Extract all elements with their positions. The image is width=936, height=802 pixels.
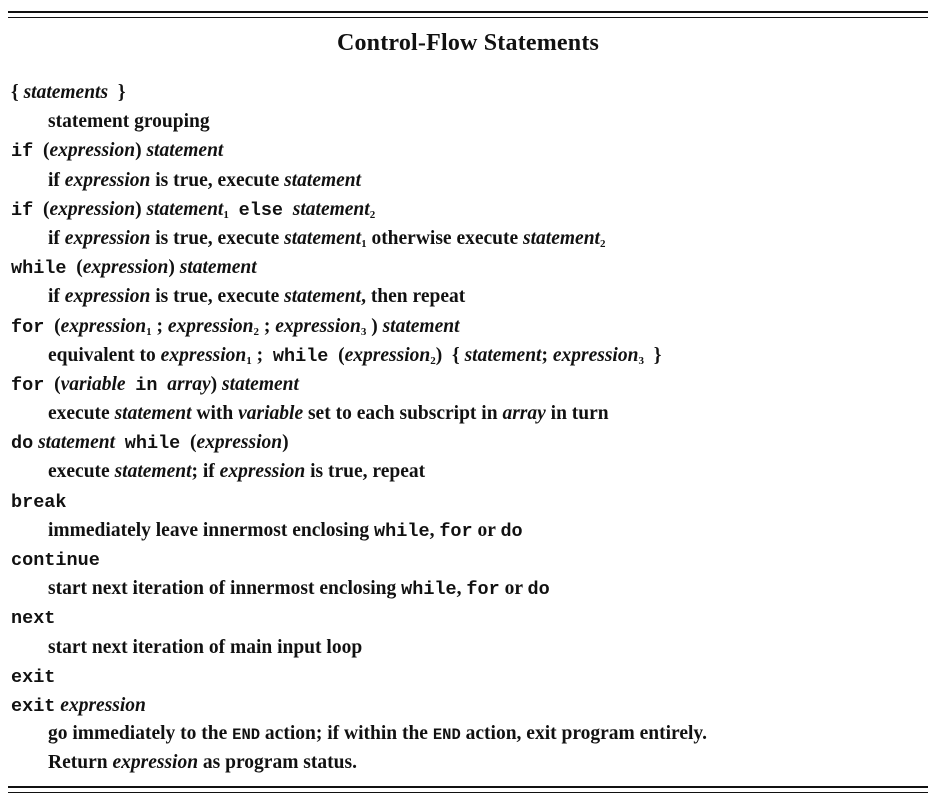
top-rule-thick [8, 11, 928, 13]
statement-list: { statements } statement grouping if (ex… [11, 78, 926, 777]
desc-break: immediately leave innermost enclosing wh… [48, 519, 523, 542]
desc-continue: start next iteration of innermost enclos… [48, 578, 550, 601]
syntax-while: while (expression) statement [11, 257, 257, 280]
syntax-break: break [11, 491, 67, 513]
syntax-for: for (expression1 ; expression2 ; express… [11, 315, 460, 338]
syntax-if: if (expression) statement [11, 140, 224, 163]
bottom-rule-thin [8, 792, 928, 793]
bottom-rule-thick [8, 786, 928, 788]
syntax-for-in: for (variable in array) statement [11, 373, 299, 396]
syntax-exit-expression: exit expression [11, 694, 146, 717]
syntax-next: next [11, 608, 56, 630]
desc-exit-expression-2: Return expression as program status. [48, 751, 357, 773]
syntax-continue: continue [11, 550, 100, 571]
desc-for: equivalent to expression1 ; while (expre… [48, 344, 662, 367]
desc-for-in: execute statement with variable set to e… [48, 403, 609, 425]
desc-exit-expression: go immediately to the END action; if wit… [48, 723, 707, 745]
page-title: Control-Flow Statements [336, 30, 600, 56]
desc-do-while: execute statement; if expression is true… [48, 461, 426, 483]
desc-grouping: statement grouping [48, 111, 210, 133]
syntax-exit: exit [11, 666, 56, 688]
syntax-if-else: if (expression) statement1 else statemen… [11, 198, 376, 221]
top-rule-thin [8, 17, 928, 18]
desc-if: if expression is true, execute statement [48, 169, 362, 191]
syntax-do-while: do statement while (expression) [11, 432, 289, 455]
desc-next: start next iteration of main input loop [48, 636, 363, 658]
desc-while: if expression is true, execute statement… [48, 286, 466, 308]
desc-if-else: if expression is true, execute statement… [48, 227, 606, 250]
syntax-grouping: { statements } [11, 82, 126, 103]
